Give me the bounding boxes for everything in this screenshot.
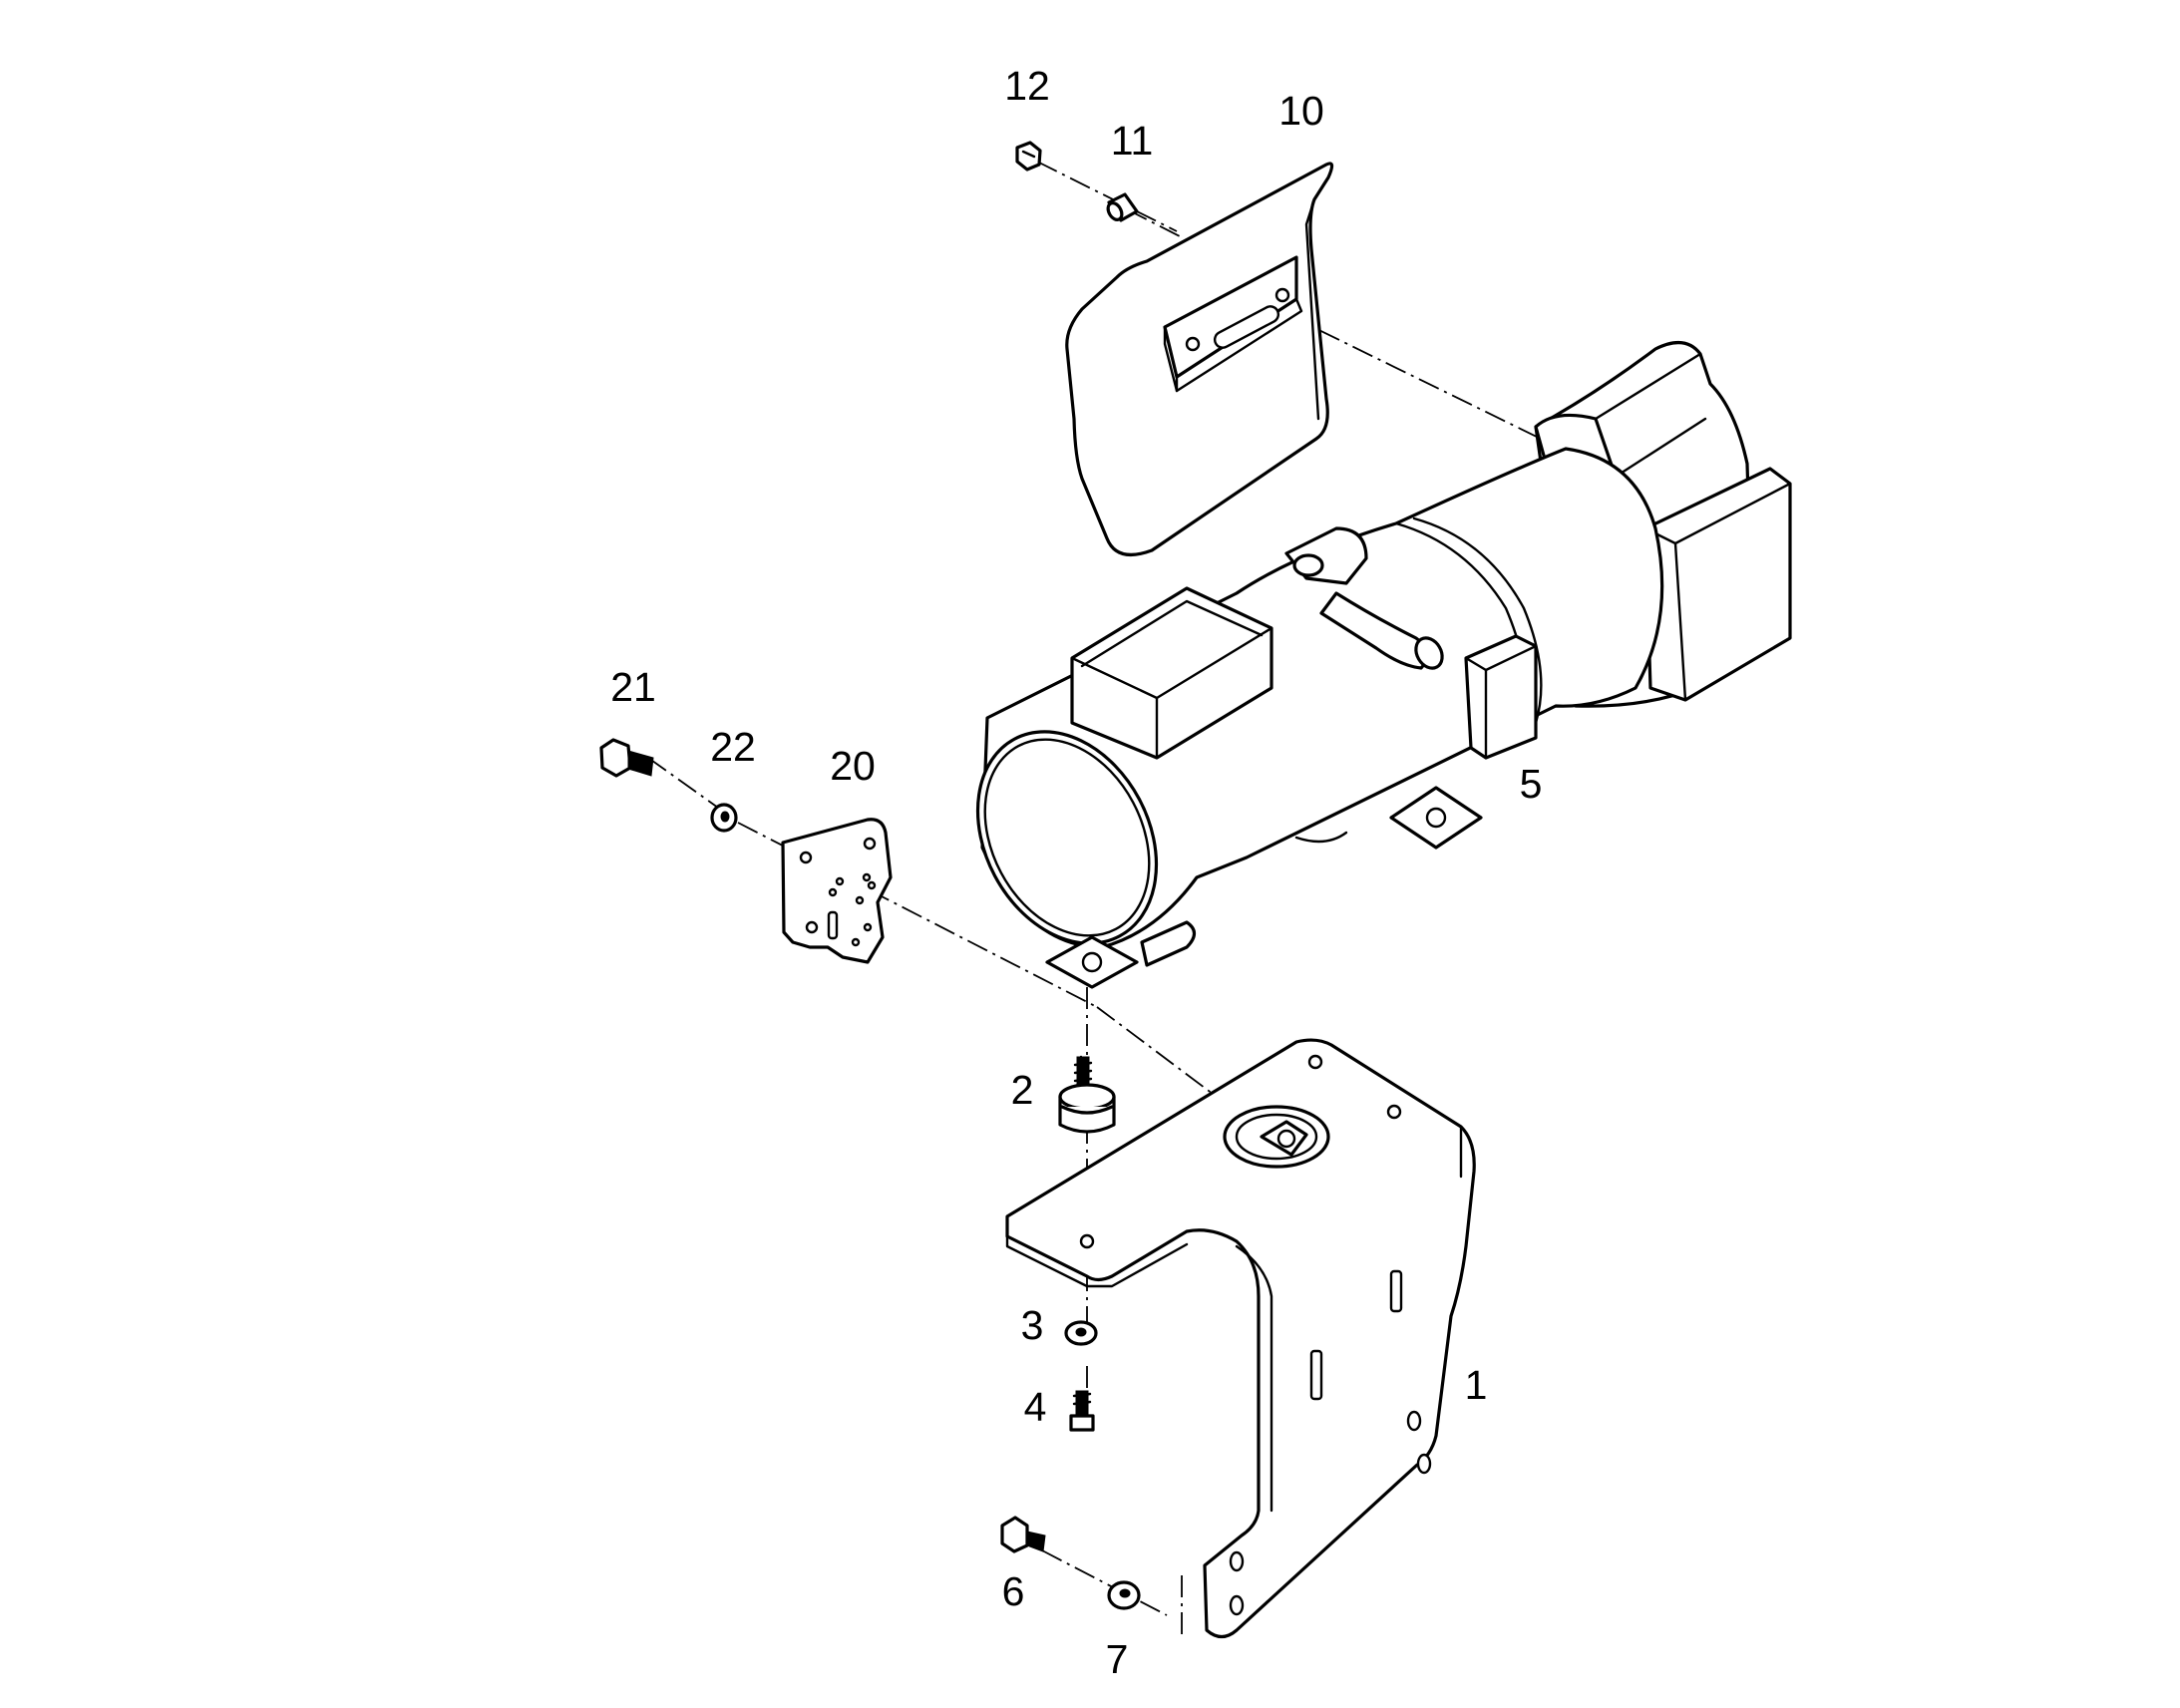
callout-22: 22 [710, 724, 756, 770]
washer-part-3 [1064, 1320, 1098, 1346]
cover-plate-part-10 [1065, 162, 1334, 557]
callout-2: 2 [1011, 1067, 1034, 1113]
callout-labels: 12 11 10 21 22 20 5 2 3 4 1 6 7 [610, 63, 1542, 1682]
callout-5: 5 [1520, 761, 1543, 807]
callout-11: 11 [1111, 118, 1154, 164]
callout-10: 10 [1278, 88, 1324, 134]
callout-20: 20 [830, 743, 876, 789]
callout-7: 7 [1106, 1636, 1129, 1682]
bolt-part-6 [1000, 1516, 1046, 1553]
callout-21: 21 [610, 664, 656, 710]
rubber-mount-part-2 [1058, 1055, 1116, 1134]
washer-part-22 [710, 803, 738, 833]
mounting-bracket-part-1 [1005, 1038, 1476, 1639]
bolt-part-21 [599, 738, 654, 778]
heater-unit-part-5 [975, 341, 1792, 989]
callout-6: 6 [1002, 1568, 1025, 1614]
nut-part-12 [1015, 141, 1042, 171]
screw-part-4 [1069, 1390, 1095, 1432]
spacer-part-11 [1106, 192, 1139, 222]
callout-4: 4 [1024, 1384, 1047, 1430]
gasket-plate-part-20 [781, 818, 893, 964]
callout-1: 1 [1465, 1362, 1488, 1408]
callout-12: 12 [1004, 63, 1050, 109]
callout-3: 3 [1021, 1302, 1044, 1348]
washer-part-7 [1107, 1580, 1141, 1610]
